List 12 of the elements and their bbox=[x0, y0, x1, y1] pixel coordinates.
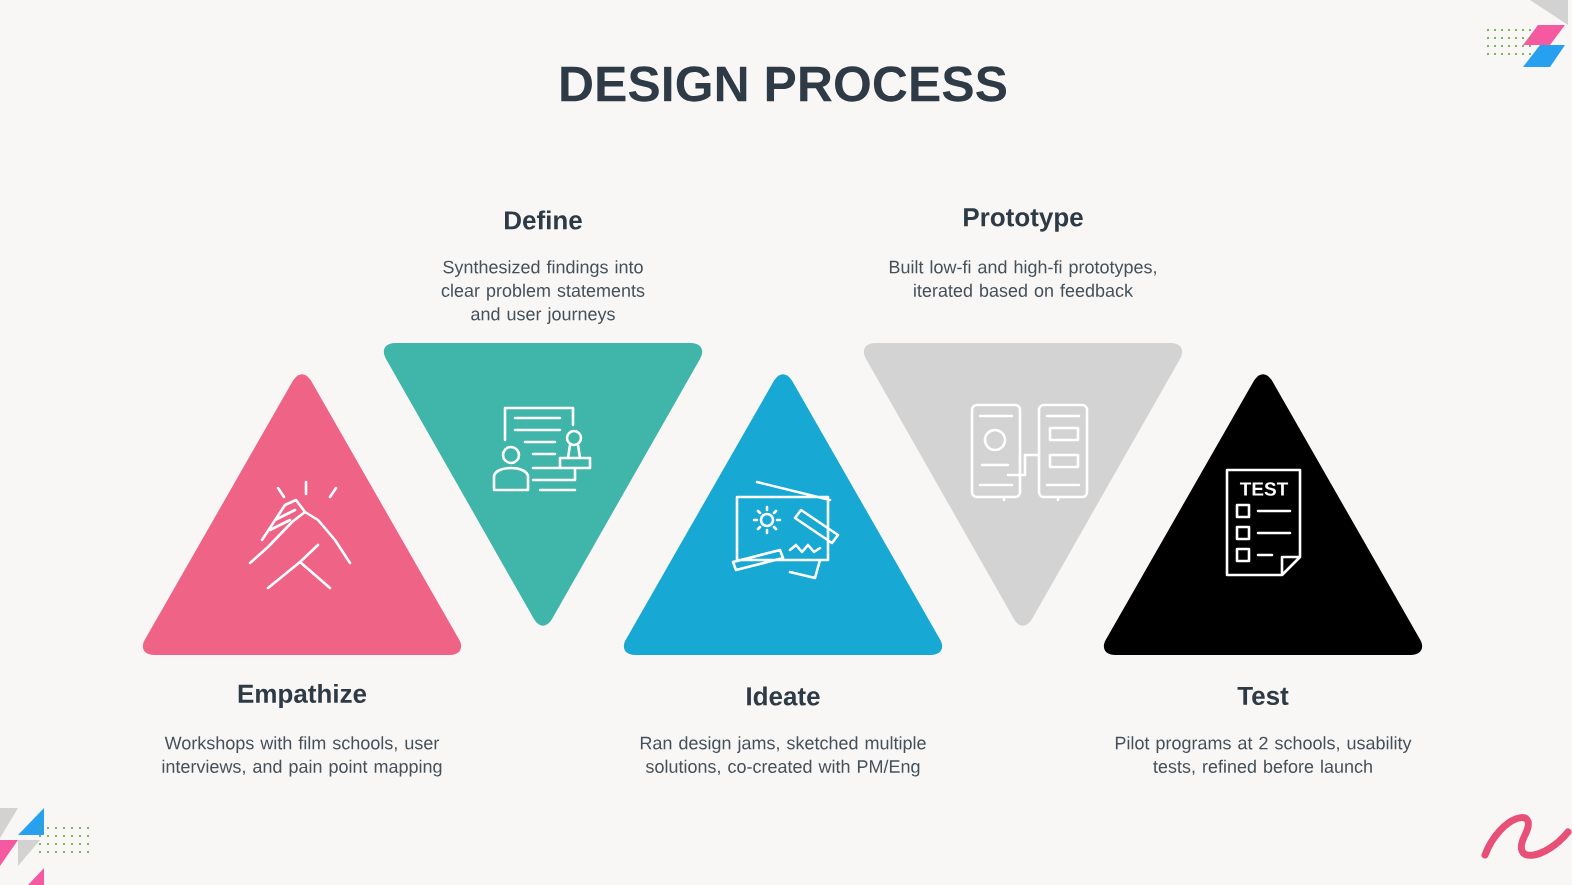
step-heading: Prototype bbox=[964, 208, 1083, 232]
step-description: Workshops with film schools, user interviews, and pain point mapping bbox=[162, 736, 442, 777]
step-description: Ran design jams, sketched multiple solutions, co-created with PM/Eng bbox=[640, 736, 926, 777]
step-heading: Define bbox=[505, 210, 582, 230]
step-heading: Empathize bbox=[238, 683, 367, 709]
step-description: Synthesized findings into clear problem statements and user journeys bbox=[441, 260, 645, 324]
page-title: DESIGN PROCESS bbox=[561, 66, 1007, 102]
step-description: Built low-fi and high-fi prototypes, iterated based on feedback bbox=[889, 260, 1156, 297]
icon-caption: TEST bbox=[1239, 482, 1289, 496]
step-description: Pilot programs at 2 schools, usability tests, refined before launch bbox=[1115, 736, 1412, 776]
step-heading: Test bbox=[1237, 686, 1289, 706]
step-heading: Ideate bbox=[747, 686, 820, 706]
